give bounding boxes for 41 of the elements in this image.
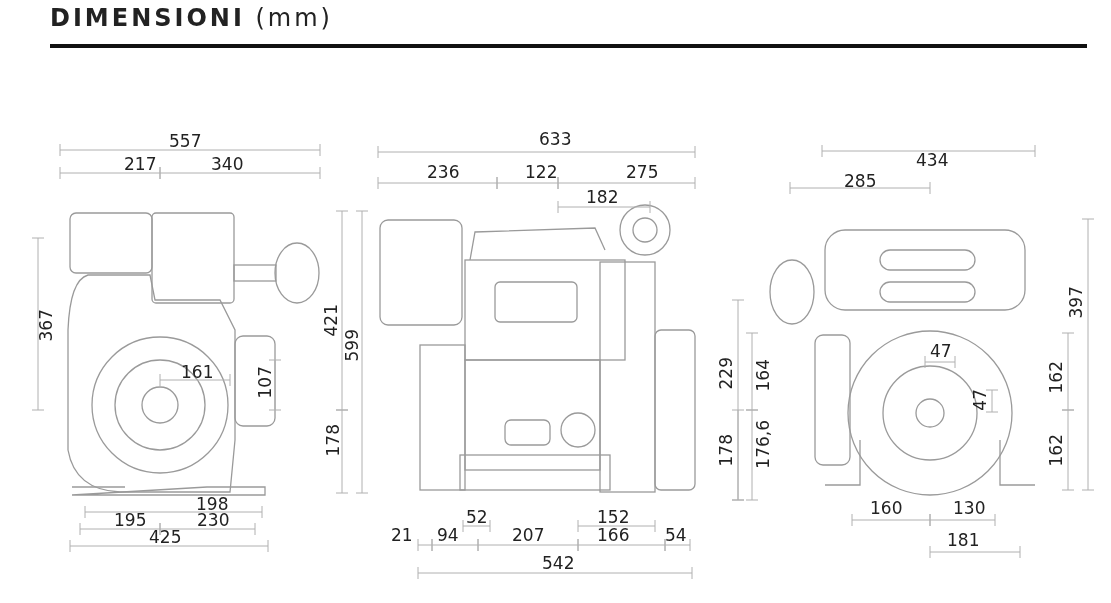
dimension-label: 633 [539,130,572,148]
dimension-label: 340 [211,155,244,173]
dimension-label: 164 [754,359,772,392]
dimension-label: 162 [1047,434,1065,467]
dimension-label: 434 [916,151,949,169]
dimension-label: 285 [844,172,877,190]
dimension-label: 21 [391,526,413,544]
dimension-label: 397 [1067,286,1085,319]
dimension-label: 47 [930,342,952,360]
dimension-label: 217 [124,155,157,173]
dimension-label: 176,6 [754,419,772,469]
dimension-label: 275 [626,163,659,181]
dimension-label: 178 [324,424,342,457]
dimension-label: 599 [343,329,361,362]
dimension-label: 542 [542,554,575,572]
dimension-label: 236 [427,163,460,181]
dimension-label: 230 [197,511,230,529]
dimension-label: 160 [870,499,903,517]
dimension-label: 162 [1047,361,1065,394]
dimension-label: 367 [37,309,55,342]
dimension-label: 130 [953,499,986,517]
dimension-label: 178 [717,434,735,467]
dimension-label: 421 [322,304,340,337]
dimension-label: 161 [181,363,214,381]
dimension-label: 152 [597,508,630,526]
dimension-label: 52 [466,508,488,526]
dimension-label: 181 [947,531,980,549]
dimension-label: 195 [114,511,147,529]
dimension-label: 229 [717,357,735,390]
dimension-label: 207 [512,526,545,544]
dimension-label: 107 [256,366,274,399]
dimension-label: 47 [971,389,989,411]
dimension-label: 122 [525,163,558,181]
dimension-label: 166 [597,526,630,544]
dimension-label: 198 [196,495,229,513]
dimension-label: 557 [169,132,202,150]
dimension-label: 182 [586,188,619,206]
dimension-label: 54 [665,526,687,544]
dimension-label: 94 [437,526,459,544]
dimension-label: 425 [149,528,182,546]
title: DIMENSIONI (mm) [50,4,333,32]
